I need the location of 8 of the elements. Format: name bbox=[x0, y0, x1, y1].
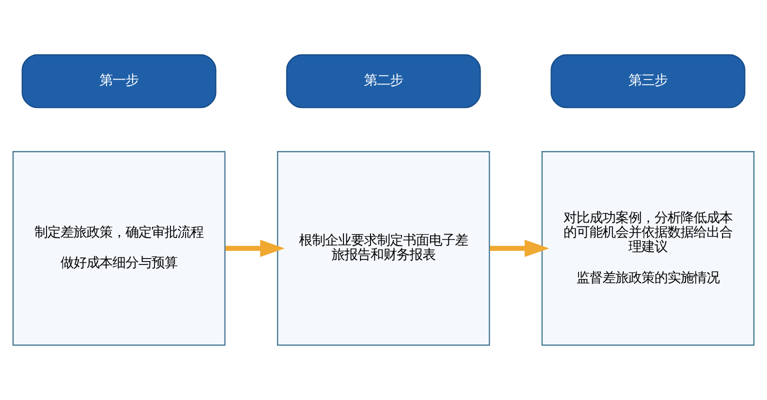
node-box: 根制企业要求制定书面电子差旅报告和财务报表 bbox=[276, 151, 490, 346]
node-box: 第一步 bbox=[22, 54, 216, 108]
node-box: 对比成功案例，分析降低成本的可能机会并依据数据给出合理建议 监督差旅政策的实施情况 bbox=[541, 151, 755, 346]
arrow bbox=[225, 240, 285, 257]
node-box: 第三步 bbox=[550, 54, 746, 108]
arrow bbox=[490, 240, 550, 257]
node-box: 制定差旅政策，确定审批流程 做好成本细分与预算 bbox=[12, 151, 226, 346]
node-box: 第二步 bbox=[286, 54, 481, 108]
